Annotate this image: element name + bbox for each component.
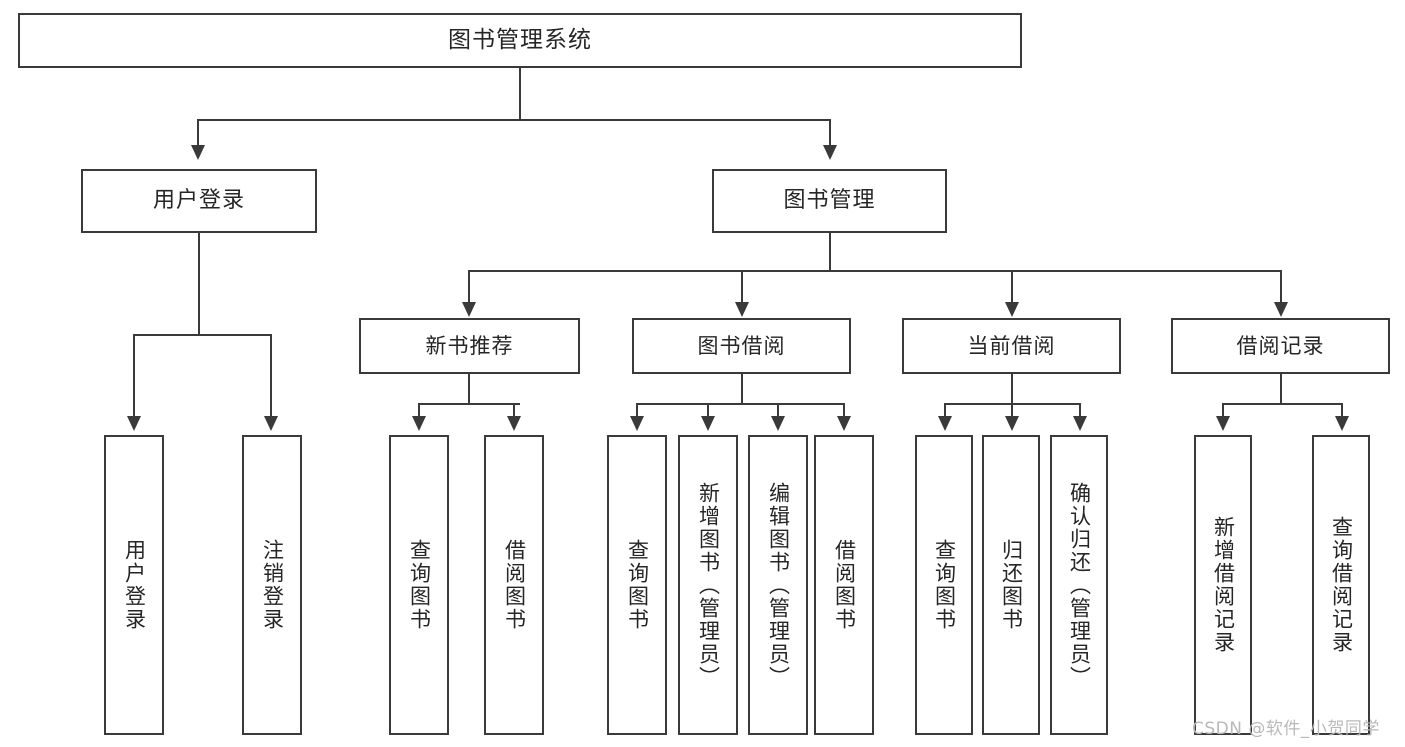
leaf-query-book-current[interactable]: 查询图书 [915, 435, 973, 735]
arrow-to-leaf-add-book [701, 416, 715, 431]
node-borrow-record[interactable]: 借阅记录 [1171, 318, 1390, 374]
connector-new-book-stem [468, 374, 470, 404]
leaf-add-borrow-record[interactable]: 新增借阅记录 [1194, 435, 1252, 735]
arrow-to-leaf-query-book-3 [938, 416, 952, 431]
leaf-edit-book-admin[interactable]: 编辑图书（管理员） [748, 435, 808, 735]
connector-root-stem [519, 68, 521, 120]
connector-root-bus [197, 119, 831, 121]
connector-root-drop-2 [829, 119, 831, 145]
arrow-to-user-login [191, 145, 205, 160]
connector-new-book-bus [418, 403, 520, 405]
leaf-label: 编辑图书（管理员） [766, 481, 791, 689]
leaf-query-borrow-record[interactable]: 查询借阅记录 [1312, 435, 1370, 735]
node-label: 图书管理系统 [448, 27, 592, 54]
connector-current-borrow-stem [1011, 374, 1013, 404]
connector-user-login-drop-1 [133, 334, 135, 416]
connector-level3-drop-1 [468, 270, 470, 302]
arrow-to-leaf-query-book-1 [412, 416, 426, 431]
leaf-label: 确认归还（管理员） [1067, 481, 1092, 689]
node-label: 当前借阅 [967, 333, 1056, 358]
node-book-management[interactable]: 图书管理 [712, 169, 947, 233]
leaf-label: 查询图书 [625, 539, 650, 631]
arrow-to-book-borrow [735, 302, 749, 317]
arrow-to-leaf-borrow-book-2 [837, 416, 851, 431]
leaf-label: 查询借阅记录 [1329, 516, 1354, 654]
connector-current-borrow-drop-3 [1079, 403, 1081, 416]
leaf-label: 查询图书 [407, 539, 432, 631]
leaf-add-book-admin[interactable]: 新增图书（管理员） [678, 435, 738, 735]
leaf-logout[interactable]: 注销登录 [242, 435, 302, 735]
leaf-label: 归还图书 [999, 539, 1024, 631]
arrow-to-leaf-return-book [1005, 416, 1019, 431]
arrow-to-book-management [823, 145, 837, 160]
connector-book-borrow-drop-1 [636, 403, 638, 416]
node-root-system[interactable]: 图书管理系统 [18, 13, 1022, 68]
arrow-to-leaf-edit-book [771, 416, 785, 431]
connector-level3-drop-2 [741, 270, 743, 302]
arrow-to-current-borrow [1005, 302, 1019, 317]
connector-level3-drop-4 [1280, 270, 1282, 302]
connector-new-book-drop-1 [418, 403, 420, 416]
arrow-to-leaf-query-record [1335, 416, 1349, 431]
connector-root-drop-1 [197, 119, 199, 145]
leaf-label: 新增图书（管理员） [696, 481, 721, 689]
connector-book-borrow-bus [636, 403, 844, 405]
connector-book-borrow-drop-2 [707, 403, 709, 416]
leaf-label: 查询图书 [932, 539, 957, 631]
arrow-to-leaf-borrow-book-1 [507, 416, 521, 431]
leaf-return-book[interactable]: 归还图书 [982, 435, 1040, 735]
leaf-confirm-return-admin[interactable]: 确认归还（管理员） [1050, 435, 1108, 735]
leaf-query-book-new[interactable]: 查询图书 [389, 435, 449, 735]
leaf-query-book-borrow[interactable]: 查询图书 [607, 435, 667, 735]
connector-borrow-record-bus [1222, 403, 1342, 405]
connector-current-borrow-drop-2 [1011, 403, 1013, 416]
connector-borrow-record-stem [1280, 374, 1282, 404]
leaf-label: 借阅图书 [832, 539, 857, 631]
connector-book-management-stem [829, 233, 831, 271]
arrow-to-new-book [462, 302, 476, 317]
connector-borrow-record-drop-2 [1341, 403, 1343, 416]
arrow-to-leaf-add-record [1216, 416, 1230, 431]
node-label: 图书借阅 [697, 333, 786, 358]
connector-level3-bus [468, 270, 1280, 272]
arrow-to-leaf-logout [264, 416, 278, 431]
node-label: 借阅记录 [1236, 333, 1325, 358]
connector-user-login-bus [133, 334, 270, 336]
leaf-user-login[interactable]: 用户登录 [104, 435, 164, 735]
connector-borrow-record-drop-1 [1222, 403, 1224, 416]
connector-new-book-drop-2 [513, 403, 515, 416]
leaf-label: 用户登录 [122, 539, 147, 631]
connector-user-login-stem [198, 233, 200, 335]
leaf-label: 借阅图书 [502, 539, 527, 631]
leaf-label: 注销登录 [260, 539, 285, 631]
leaf-label: 新增借阅记录 [1211, 516, 1236, 654]
arrow-to-leaf-user-login [127, 416, 141, 431]
node-user-login[interactable]: 用户登录 [81, 169, 317, 233]
leaf-borrow-book-new[interactable]: 借阅图书 [484, 435, 544, 735]
connector-level3-drop-3 [1011, 270, 1013, 302]
connector-book-borrow-drop-4 [843, 403, 845, 416]
node-label: 图书管理 [783, 188, 876, 214]
node-current-borrow[interactable]: 当前借阅 [902, 318, 1121, 374]
arrow-to-leaf-query-book-2 [630, 416, 644, 431]
connector-user-login-drop-2 [270, 334, 272, 416]
node-label: 新书推荐 [425, 333, 514, 358]
csdn-watermark: CSDN @软件_小贺同学 [1192, 719, 1380, 739]
node-label: 用户登录 [152, 188, 245, 214]
connector-book-borrow-drop-3 [777, 403, 779, 416]
node-book-borrow[interactable]: 图书借阅 [632, 318, 851, 374]
node-new-book-recommend[interactable]: 新书推荐 [359, 318, 580, 374]
arrow-to-borrow-record [1274, 302, 1288, 317]
leaf-borrow-book[interactable]: 借阅图书 [814, 435, 874, 735]
connector-book-borrow-stem [741, 374, 743, 404]
connector-current-borrow-drop-1 [944, 403, 946, 416]
arrow-to-leaf-confirm-return [1073, 416, 1087, 431]
